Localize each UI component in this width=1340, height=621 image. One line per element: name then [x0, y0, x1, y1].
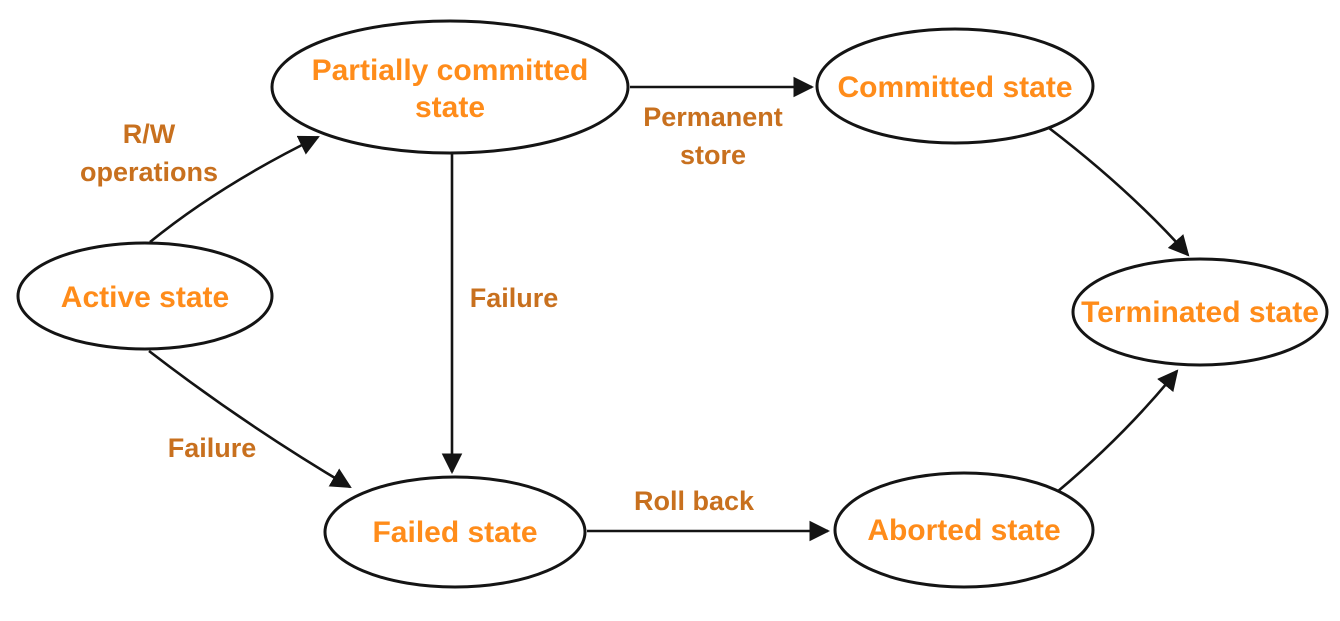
edge-active-to-partially-committed [149, 135, 320, 244]
failure-label-vertical: Failure [470, 283, 559, 313]
node-failed-state [323, 475, 587, 589]
active-state-label: Active state [61, 281, 229, 314]
committed-state-label: Committed state [837, 71, 1072, 104]
rw-operations-label-line1: R/W [123, 119, 176, 149]
rw-operations-label-line2: operations [80, 157, 218, 187]
partially-committed-state-label-line2: state [415, 91, 485, 124]
terminated-state-label: Terminated state [1081, 296, 1319, 329]
node-active-state [16, 241, 274, 351]
node-aborted-state [833, 471, 1095, 589]
node-partially-committed-state [270, 19, 630, 155]
permanent-store-label-line1: Permanent [643, 102, 783, 132]
edge-active-to-failed [148, 349, 352, 489]
node-terminated-state [1071, 257, 1329, 367]
roll-back-label: Roll back [634, 486, 755, 516]
aborted-state-label: Aborted state [867, 514, 1060, 547]
failure-label-diagonal: Failure [168, 433, 257, 463]
failed-state-label: Failed state [372, 516, 537, 549]
permanent-store-label-line2: store [680, 140, 746, 170]
node-committed-state [815, 27, 1095, 145]
edge-aborted-to-terminated [1056, 369, 1179, 493]
partially-committed-state-label-line1: Partially committed [312, 54, 589, 87]
edge-committed-to-terminated [1048, 126, 1190, 257]
